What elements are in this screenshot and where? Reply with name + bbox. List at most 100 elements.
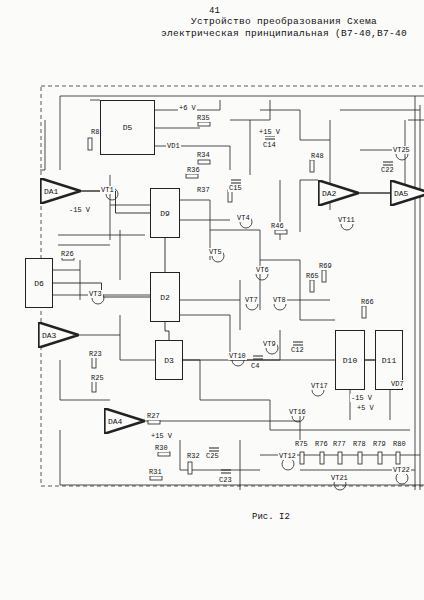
callout-label: VT8: [272, 296, 287, 304]
signal-wire: [165, 322, 169, 340]
callout-label: VT21: [330, 474, 349, 482]
callout-label: R37: [196, 186, 211, 194]
opamp-triangle: DA3: [38, 322, 79, 348]
callout-label: R23: [88, 350, 103, 358]
resistor-symbol: [358, 452, 362, 464]
ic-box: D10: [335, 330, 365, 390]
callout-label: R69: [318, 262, 333, 270]
resistor-symbol: [396, 452, 400, 464]
resistor-symbol: [338, 452, 342, 464]
callout-label: VT1: [100, 186, 115, 194]
part-designator: DA1: [43, 187, 59, 196]
callout-label: VT3: [88, 290, 103, 298]
callout-label: +15 V: [258, 128, 281, 136]
callout-label: R30: [154, 444, 169, 452]
capacitor-symbol: [293, 342, 303, 343]
resistor-symbol: [300, 452, 304, 464]
ic-box: D5: [100, 100, 155, 155]
callout-label: C25: [205, 452, 220, 460]
callout-label: VT17: [310, 382, 329, 390]
callout-label: C4: [250, 362, 260, 370]
capacitor-symbol: [221, 470, 231, 471]
callout-label: R26: [60, 250, 75, 258]
callout-label: C22: [380, 166, 395, 174]
part-designator: DA4: [107, 417, 123, 426]
signal-wire: [359, 193, 390, 194]
callout-label: R27: [146, 412, 161, 420]
callout-label: +15 V: [150, 432, 173, 440]
callout-label: R31: [148, 468, 163, 476]
resistor-symbol: [322, 270, 326, 282]
callout-label: VT10: [228, 352, 247, 360]
capacitor-symbol: [265, 139, 275, 140]
capacitor-symbol: [383, 162, 393, 163]
capacitor-symbol: [253, 356, 263, 357]
callout-label: C23: [218, 476, 233, 484]
resistor-symbol: [320, 452, 324, 464]
callout-label: VT9: [262, 340, 277, 348]
callout-label: VT7: [244, 296, 259, 304]
resistor-symbol: [310, 280, 314, 292]
callout-label: R34: [196, 151, 211, 159]
part-designator: DA3: [41, 331, 57, 340]
callout-label: R76: [314, 440, 329, 448]
part-designator: D3: [163, 356, 175, 365]
callout-label: R32: [186, 452, 201, 460]
callout-label: R66: [360, 298, 375, 306]
opamp-triangle: DA2: [318, 180, 359, 206]
callout-label: VT5: [208, 248, 223, 256]
callout-label: VT11: [337, 216, 356, 224]
callout-label: VT12: [278, 452, 297, 460]
callout-label: R8: [90, 128, 100, 136]
frame-border: [41, 86, 424, 486]
callout-label: R79: [372, 440, 387, 448]
callout-label: VT16: [288, 408, 307, 416]
callout-label: R48: [310, 152, 325, 160]
callout-label: VD7: [390, 380, 405, 388]
page-number: 41: [208, 6, 221, 16]
callout-label: R36: [186, 166, 201, 174]
callout-label: R78: [352, 440, 367, 448]
resistor-symbol: [148, 420, 160, 424]
capacitor-symbol: [253, 359, 263, 360]
signal-wire: [53, 283, 150, 297]
callout-label: C12: [290, 346, 305, 354]
callout-label: R35: [196, 114, 211, 122]
callout-label: C14: [262, 141, 277, 149]
part-designator: D2: [159, 293, 171, 302]
ic-box: D2: [150, 272, 180, 322]
title: Устройство преобразования Схема электрич…: [150, 16, 418, 40]
resistor-symbol: [275, 230, 287, 234]
resistor-symbol: [198, 122, 210, 126]
callout-label: VT25: [392, 146, 411, 154]
part-designator: D5: [122, 123, 134, 132]
part-designator: D10: [342, 356, 358, 365]
resistor-symbol: [150, 476, 162, 480]
callout-label: VT22: [392, 466, 411, 474]
part-designator: D6: [33, 279, 45, 288]
opamp-triangle: DA4: [104, 408, 145, 434]
callout-label: R65: [305, 272, 320, 280]
callout-label: VT4: [236, 214, 251, 222]
resistor-symbol: [378, 452, 382, 464]
caption: Рис. I2: [252, 512, 290, 522]
ic-box: D3: [155, 340, 183, 380]
resistor-symbol: [188, 462, 192, 474]
part-designator: DA5: [393, 189, 409, 198]
callout-label: R25: [90, 374, 105, 382]
ic-box: D9: [150, 188, 180, 238]
callout-label: -15 V: [350, 394, 373, 402]
capacitor-symbol: [221, 473, 231, 474]
opamp-triangle: DA5: [390, 180, 424, 206]
part-designator: D9: [159, 209, 171, 218]
resistor-symbol: [310, 160, 314, 172]
resistor-symbol: [186, 174, 198, 178]
callout-label: +6 V: [178, 104, 197, 112]
component-symbols: [62, 122, 408, 490]
resistor-symbol: [198, 160, 210, 164]
part-designator: DA2: [321, 189, 337, 198]
callout-label: R80: [392, 440, 407, 448]
capacitor-symbol: [231, 180, 241, 181]
capacitor-symbol: [209, 448, 219, 449]
resistor-symbol: [362, 306, 366, 318]
